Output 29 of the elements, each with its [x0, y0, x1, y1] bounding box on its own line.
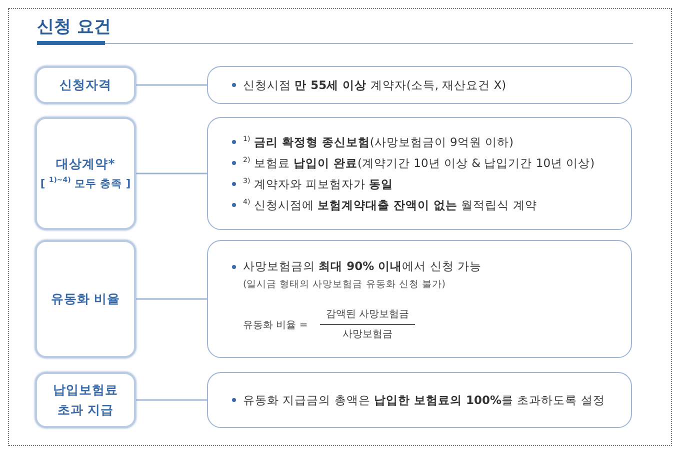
- detail-box: [207, 117, 632, 230]
- category-box: [35, 240, 136, 358]
- category-label: 대상계약*: [55, 154, 116, 172]
- connector-line: [136, 84, 207, 86]
- category-label: 납입보험료 초과 지급: [52, 381, 119, 419]
- title: 신청 요건: [37, 16, 111, 38]
- note-text: (일시금 형태의 사망보험금 유동화 신청 불가): [243, 278, 446, 292]
- detail-box: [207, 372, 632, 428]
- condition-note: [ $^{1)~4)}$ 모두 충족 ]: [39, 174, 132, 192]
- bullet-text: $^{1)}$ 금리 확정형 종신보험(사망보험금이 9억원 이하): [243, 134, 514, 150]
- fraction-denominator: 사망보험금: [341, 328, 394, 342]
- bullet-text: $^{2)}$ 보험료 납입이 완료(계약기간 10년 이상 & 납입기간 10년 이상): [243, 154, 595, 172]
- detail-box: [207, 66, 632, 104]
- bullet-text: 유동화 지급금의 총액은 납입한 보험료의 100%를 초과하도록 설정: [243, 392, 605, 408]
- bullet-text: 신청시점 만 55세 이상 계약자(소득, 재산요건 X): [243, 76, 506, 94]
- category-label: 신청자격: [58, 76, 112, 94]
- category-box: [35, 66, 136, 104]
- category-box: [35, 117, 136, 230]
- connector-line: [136, 399, 207, 401]
- bullet-text: 사망보험금의 최대 90% 이내에서 신청 가능: [243, 258, 482, 275]
- category-label: 유동화 비율: [50, 290, 122, 308]
- bullet-text: $^{4)}$ 신청시점에 보험계약대출 잔액이 없는 월적립식 계약: [243, 196, 537, 214]
- formula-label: 유동화 비율 =: [243, 318, 308, 332]
- fraction-numerator: 감액된 사망보험금: [324, 308, 410, 322]
- connector-line: [136, 172, 207, 174]
- category-box: [35, 372, 136, 428]
- bullet-text: $^{3)}$ 계약자와 피보험자가 동일: [243, 176, 394, 192]
- detail-box: [207, 240, 632, 358]
- connector-line: [136, 298, 207, 300]
